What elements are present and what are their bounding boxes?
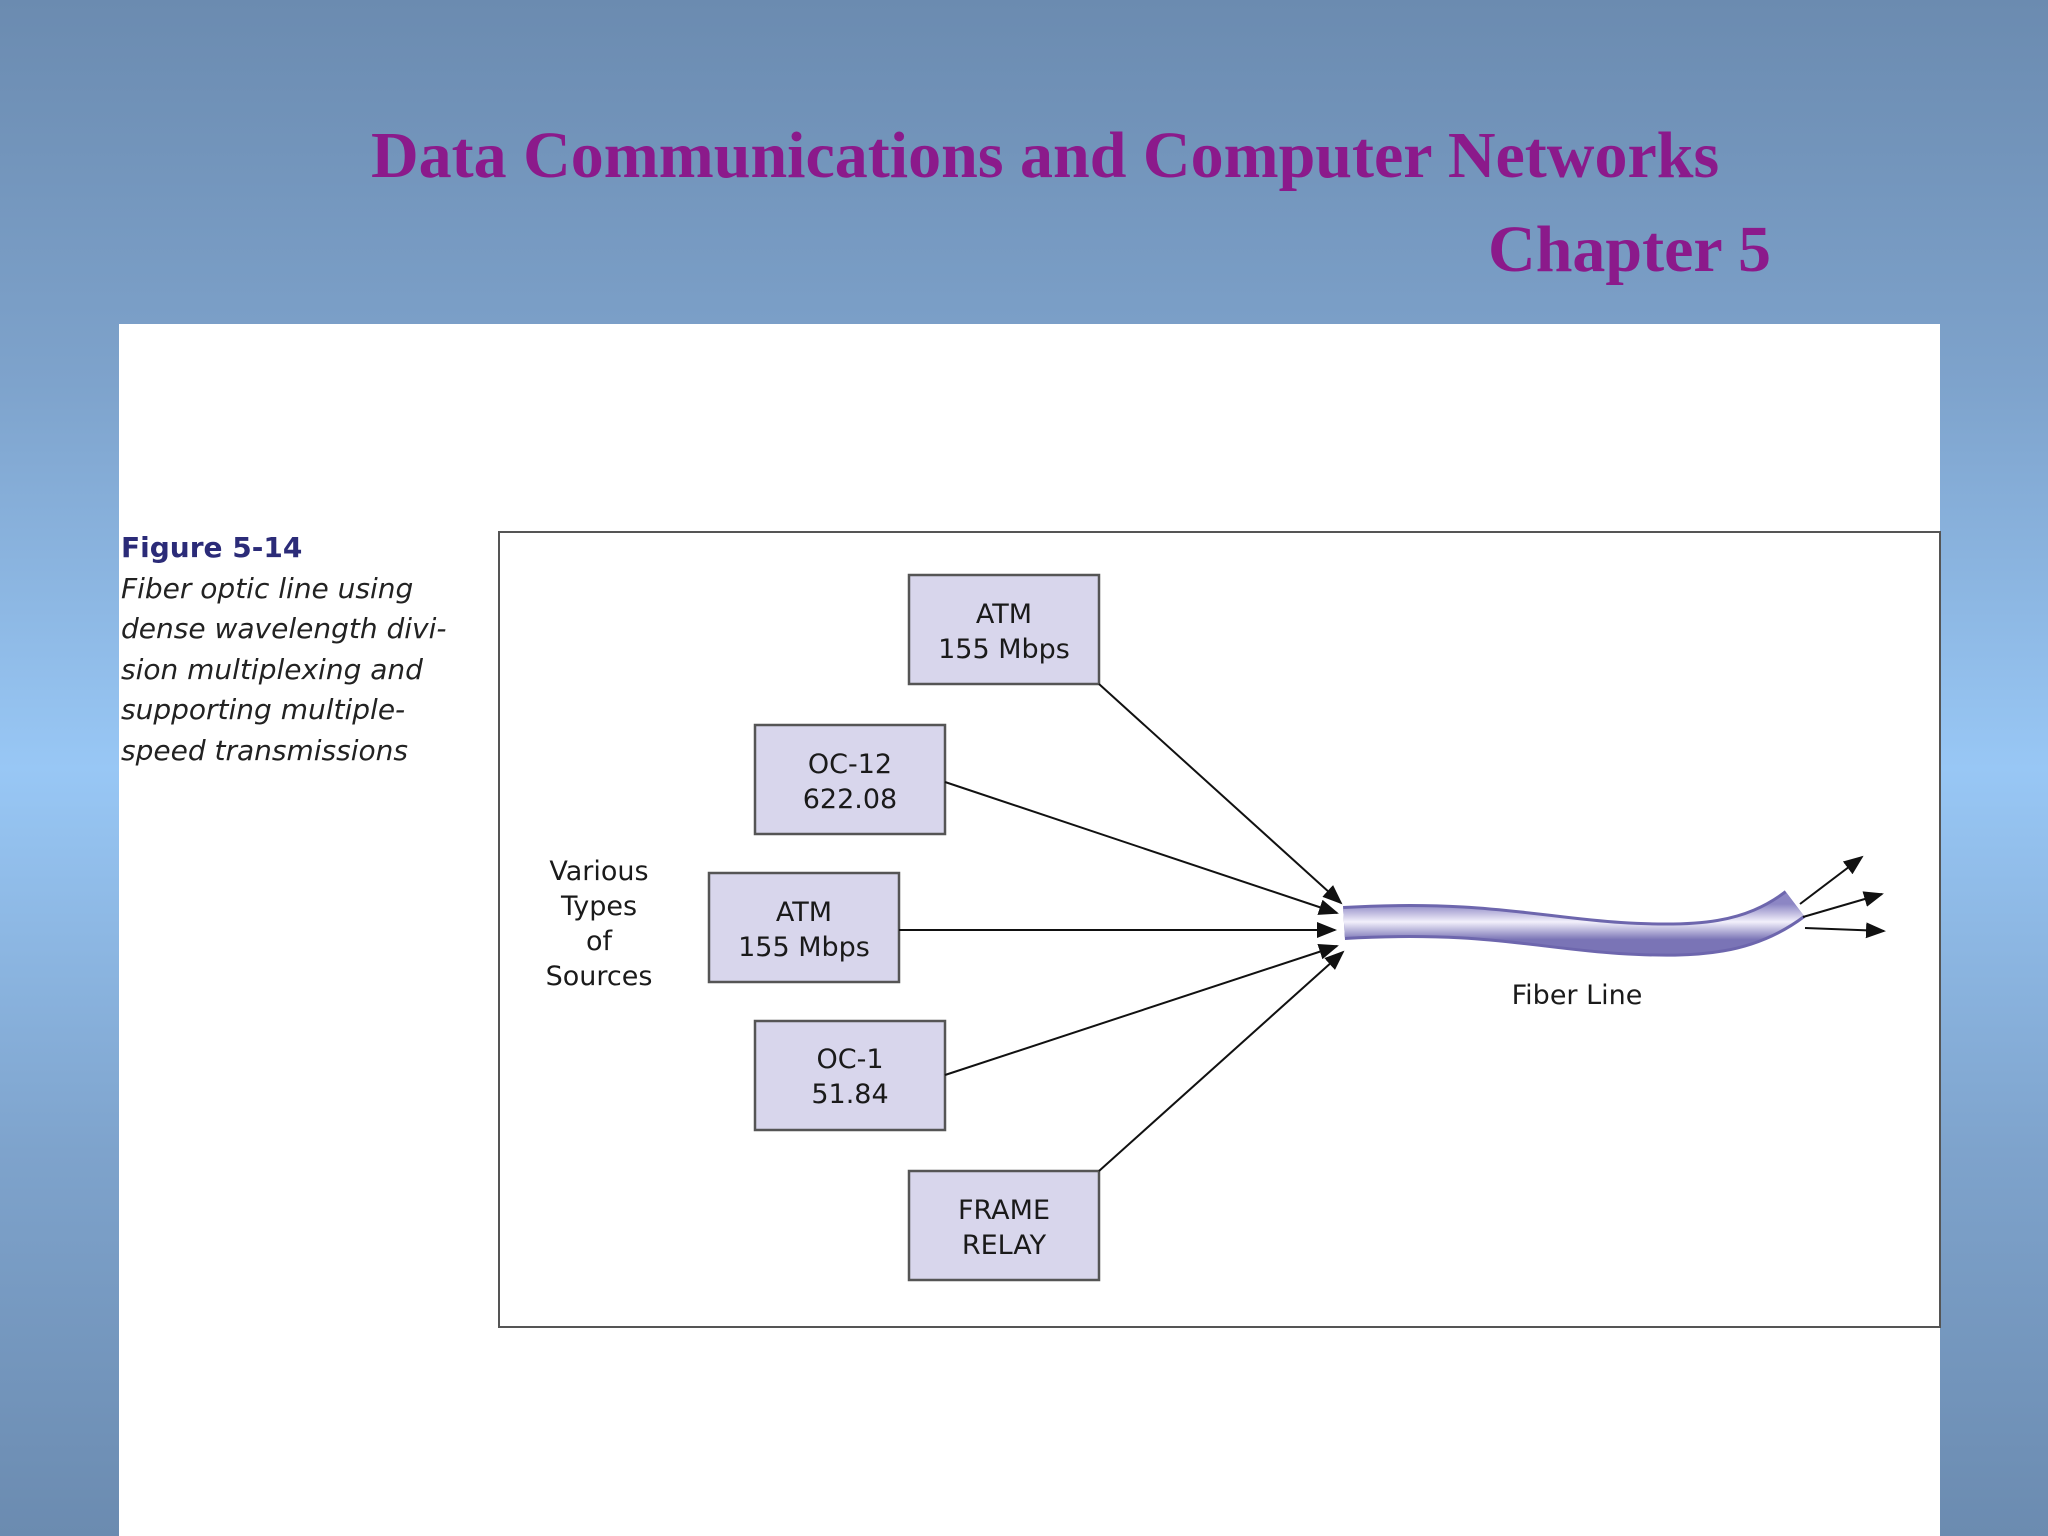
- source-box-atm-top-line1: ATM: [976, 599, 1032, 630]
- arrow-frame-relay: [1098, 950, 1345, 1172]
- arrow-oc12: [944, 781, 1339, 915]
- chapter-title: Chapter 5: [1488, 213, 1771, 286]
- source-box-oc12-line2: 622.08: [803, 784, 897, 815]
- source-box-atm-middle-line1: ATM: [776, 897, 832, 928]
- figure-caption: Figure 5-14 Fiber optic line using dense…: [121, 528, 461, 771]
- output-arrow-1: [1799, 855, 1864, 905]
- source-box-atm-middle-line2: 155 Mbps: [738, 932, 870, 963]
- sources-label-line1: Various: [549, 856, 648, 887]
- slide-header: Data Communications and Computer Network…: [0, 0, 2048, 320]
- source-box-oc12-line1: OC-12: [808, 749, 892, 780]
- source-box-frame-relay: FRAME RELAY: [907, 1169, 1101, 1282]
- slide-title: Data Communications and Computer Network…: [371, 119, 1720, 192]
- arrow-atm-top: [1098, 683, 1343, 905]
- source-box-oc12: OC-12 622.08: [753, 723, 947, 836]
- figure-caption-text: Fiber optic line using dense wavelength …: [121, 571, 447, 767]
- sources-label-line3: of: [586, 926, 614, 957]
- output-arrow-2: [1802, 891, 1884, 918]
- source-box-oc1: OC-1 51.84: [753, 1019, 947, 1132]
- fiber-line: [1343, 892, 1804, 954]
- source-box-atm-middle: ATM 155 Mbps: [707, 871, 901, 984]
- source-box-oc1-line1: OC-1: [816, 1044, 883, 1075]
- arrow-oc1: [944, 944, 1339, 1076]
- source-box-frame-relay-line2: RELAY: [962, 1230, 1047, 1261]
- fiber-line-label: Fiber Line: [1512, 980, 1643, 1011]
- sources-label: Various Types of Sources: [546, 856, 653, 992]
- figure-label: Figure 5-14: [121, 531, 303, 564]
- source-box-atm-top: ATM 155 Mbps: [907, 573, 1101, 686]
- output-arrow-3: [1804, 922, 1886, 939]
- source-box-oc1-line2: 51.84: [811, 1079, 888, 1110]
- source-box-frame-relay-line1: FRAME: [958, 1195, 1050, 1226]
- sources-label-line4: Sources: [546, 961, 653, 992]
- source-box-atm-top-line2: 155 Mbps: [938, 634, 1070, 665]
- sources-label-line2: Types: [560, 891, 637, 922]
